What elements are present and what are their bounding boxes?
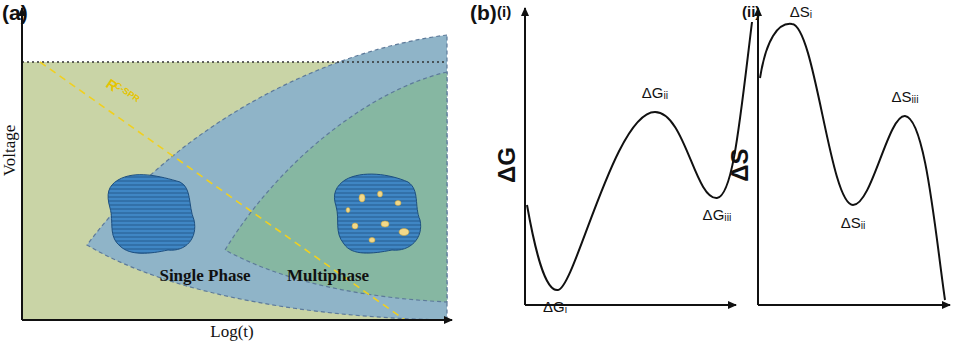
single-phase-grain [108,175,195,254]
gibbs-curve [527,22,752,290]
multiphase-grain [334,174,420,253]
axis-title: ΔG [495,147,519,183]
y-axis [524,8,526,305]
axis-title: Log(t) [210,323,253,340]
y-axis [21,8,23,320]
point-label: ΔSᵢᵢ [841,215,866,230]
point-label: ΔGᵢᵢ [642,85,668,100]
multiphase-region [225,72,447,302]
region-label: Single Phase [159,267,250,284]
y-axis [757,8,759,305]
panel-label: (ii) [742,4,760,19]
point-label: ΔGᵢ [543,299,567,314]
x-axis [22,319,452,321]
x-axis [758,304,950,306]
region-label: Multiphase [287,267,369,284]
point-label: ΔGᵢᵢᵢ [703,207,732,222]
axis-title: ΔS [728,148,752,181]
point-label: ΔSᵢᵢᵢ [891,89,918,104]
dotted-limit [22,61,447,63]
panel-label: (i) [497,4,511,19]
panel-label: (a) [2,2,28,23]
entropy-curve [760,24,945,300]
single-phase-region [87,35,447,320]
precipitates [346,191,409,243]
point-label: ΔSᵢ [790,4,812,19]
axis-title: Voltage [2,124,19,176]
panel-label: (b) [470,2,497,23]
